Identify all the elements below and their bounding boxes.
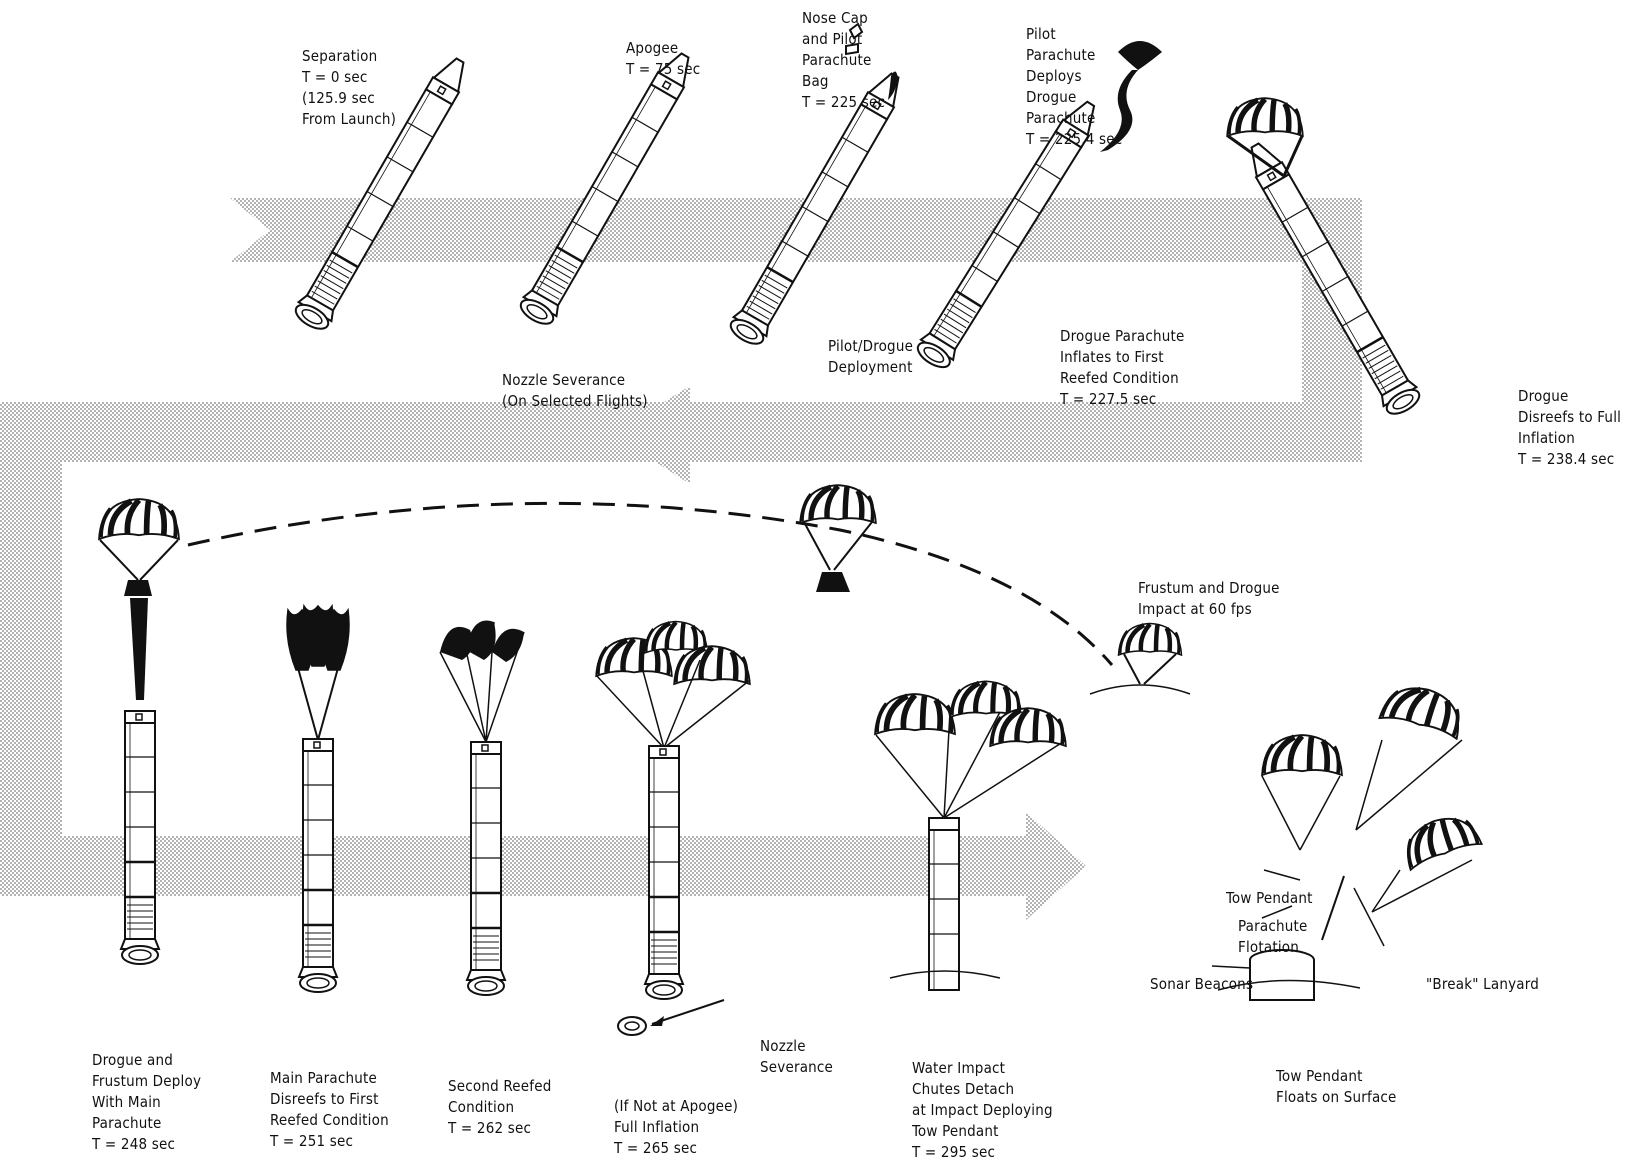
stage-second-reefed	[440, 621, 524, 995]
label-drogue-first-reefed: Drogue Parachute Inflates to First Reefe…	[1060, 326, 1184, 410]
label-apogee: Apogee T = 75 sec	[626, 38, 700, 80]
label-separation: Separation T = 0 sec (125.9 sec From Lau…	[302, 46, 396, 130]
label-frustum-impact: Frustum and Drogue Impact at 60 fps	[1138, 578, 1280, 620]
nozzle-severance-arrow	[650, 1000, 724, 1026]
label-tow-pendant: Tow Pendant	[1226, 888, 1313, 909]
stage-full-inflation	[596, 622, 750, 1036]
label-sonar-beacons: Sonar Beacons	[1150, 974, 1253, 995]
label-break-lanyard: "Break" Lanyard	[1426, 974, 1539, 995]
label-water-impact: Water Impact Chutes Detach at Impact Dep…	[912, 1058, 1053, 1163]
label-parachute-flotation: Parachute Flotation	[1238, 916, 1307, 958]
label-main-first-reefed: Main Parachute Disreefs to First Reefed …	[270, 1068, 389, 1152]
label-drogue-frustum-main: Drogue and Frustum Deploy With Main Para…	[92, 1050, 201, 1155]
booster-apogee	[516, 46, 701, 329]
drogue-frustum-icon	[800, 485, 876, 592]
label-tow-pendant-floats: Tow Pendant Floats on Surface	[1276, 1066, 1397, 1108]
label-second-reefed: Second Reefed Condition T = 262 sec	[448, 1076, 552, 1139]
label-nozzle-severance: Nozzle Severance	[760, 1036, 833, 1078]
label-nozzle-severance-optional: Nozzle Severance (On Selected Flights)	[502, 370, 648, 412]
label-pilot-deploys-drogue: Pilot Parachute Deploys Drogue Parachute…	[1026, 24, 1122, 150]
stage-main-first-reefed	[287, 606, 349, 992]
flow-band	[0, 198, 1362, 920]
label-nose-cap: Nose Cap and Pilot Parachute Bag T = 225…	[802, 8, 885, 113]
label-drogue-disreefs: Drogue Disreefs to Full Inflation T = 23…	[1518, 386, 1621, 470]
label-full-inflation: (If Not at Apogee) Full Inflation T = 26…	[614, 1096, 738, 1159]
label-pilot-drogue-deployment: Pilot/Drogue Deployment	[828, 336, 913, 378]
